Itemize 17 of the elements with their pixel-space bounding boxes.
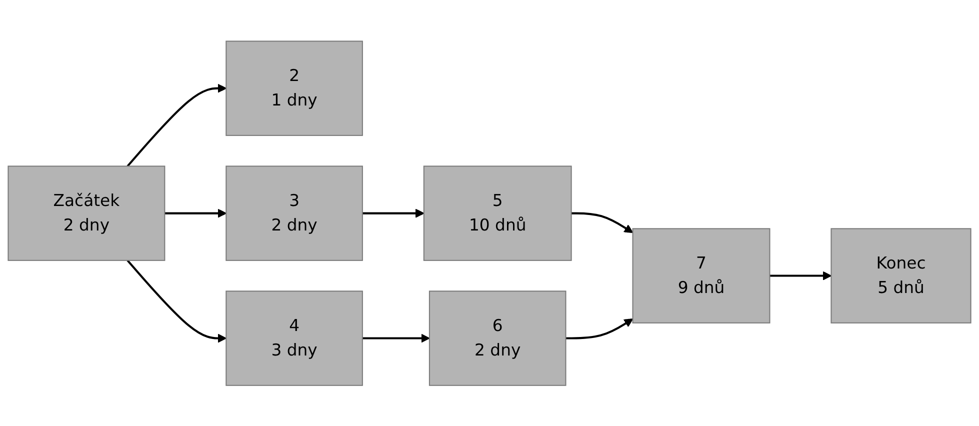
arrow xyxy=(126,259,227,342)
arrow xyxy=(770,270,832,280)
arrow xyxy=(164,208,227,218)
node-box xyxy=(632,228,770,324)
arrow xyxy=(126,84,227,167)
node-box xyxy=(226,40,363,136)
node-box xyxy=(423,165,572,261)
arrow xyxy=(571,212,634,233)
node-box xyxy=(428,290,566,386)
node-box xyxy=(830,228,972,324)
arrow xyxy=(362,333,430,342)
node-box xyxy=(226,165,363,261)
flow-diagram: Začátek 2 dny 2 1 dny 3 2 dny 4 3 dny 5 10 dnů 6 2 dny 7 9 dnů Konec 5 dnů xyxy=(0,32,979,394)
arrow xyxy=(566,318,634,339)
node-box xyxy=(226,290,363,386)
node-box xyxy=(8,165,166,261)
arrow xyxy=(362,208,424,218)
